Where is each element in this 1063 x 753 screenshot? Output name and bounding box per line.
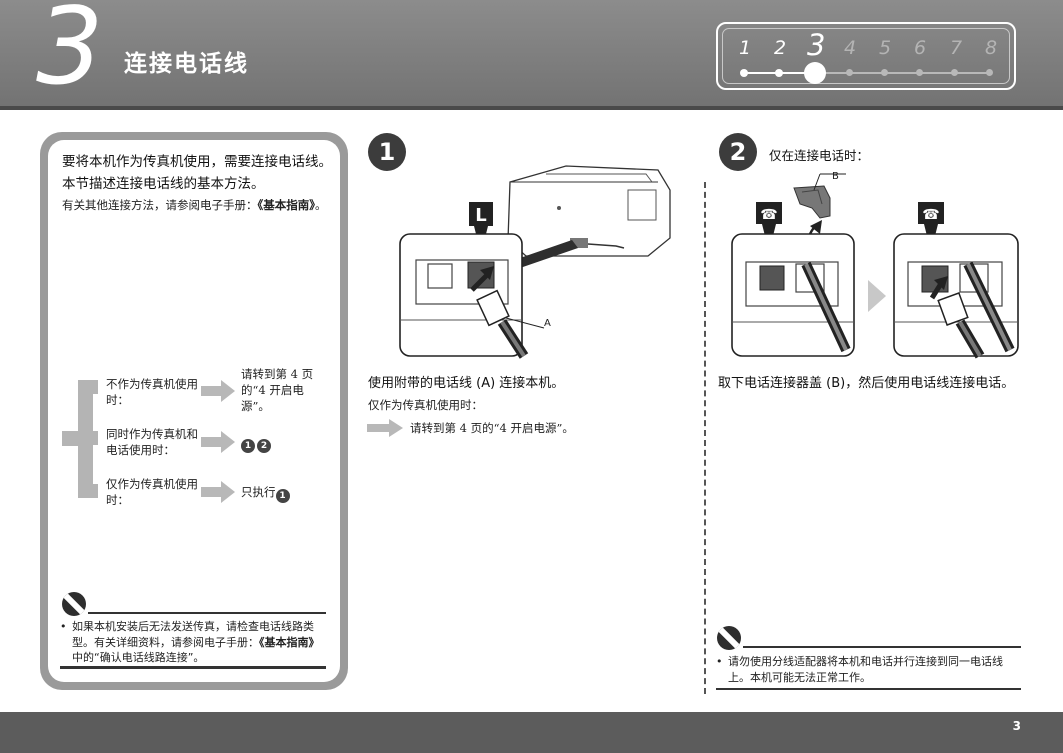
progress-step-6: 6 [914, 37, 927, 59]
step2-heading: 仅在连接电话时： [769, 148, 870, 163]
page-title: 连接电话线 [124, 51, 249, 77]
svg-text:☎: ☎ [760, 207, 777, 223]
intro-reference: 有关其他连接方法，请参阅电子手册：《基本指南》。 [62, 198, 327, 212]
progress-line-remaining [816, 72, 992, 74]
column-divider [704, 182, 706, 694]
progress-step-1: 1 [739, 37, 752, 59]
step-progress-indicator: 1 2 3 4 5 6 7 8 [716, 22, 1016, 90]
case-label-no-fax: 不作为传真机使用时： [106, 377, 198, 407]
progress-step-7: 7 [950, 37, 963, 59]
right-note-text: • 请勿使用分线适配器将本机和电话并行连接到同一电话线上。本机可能无法正常工作。 [716, 655, 1003, 684]
progress-dot-8 [986, 69, 993, 76]
step-1-icon: 1 [275, 489, 290, 503]
step1-caption: 使用附带的电话线 (A) 连接本机。 [368, 376, 565, 391]
caution-icon [717, 626, 741, 650]
intro-text: 要将本机作为传真机使用，需要连接电话线。本节描述连接电话线的基本方法。 [62, 154, 332, 192]
note-rule-bottom [60, 666, 326, 669]
page-header: 3 连接电话线 1 2 3 4 5 6 7 8 [0, 0, 1063, 110]
progress-dot-4 [846, 69, 853, 76]
step2-caption: 取下电话连接器盖 (B)，然后使用电话线连接电话。 [718, 376, 1015, 391]
telephone-icon [918, 202, 944, 224]
step-1-badge: 1 [368, 133, 406, 171]
note-rule-top [88, 612, 326, 614]
svg-text:☎: ☎ [922, 207, 939, 223]
telephone-icon [756, 202, 782, 224]
step1-illustration: L A [399, 165, 671, 359]
case-result-no-fax: 请转到第 4 页的“4 开启电源”。 [241, 367, 314, 413]
callout-b: B [832, 171, 839, 182]
header-divider [0, 106, 1063, 110]
progress-dot-5 [881, 69, 888, 76]
progress-dot-1 [740, 69, 748, 77]
left-note-text: • 如果本机安装后无法发送传真，请检查电话线路类型。有关详细资料，请参阅电子手册… [60, 620, 320, 664]
flow-arrow-icon [201, 380, 235, 402]
step-1-icon: 1 [241, 439, 255, 453]
section-step-number: 3 [36, 0, 104, 108]
step-2-badge: 2 [719, 133, 757, 171]
flow-arrow-icon [201, 431, 235, 453]
progress-step-5: 5 [879, 37, 892, 59]
progress-step-2: 2 [774, 37, 787, 59]
page-footer: 3 [0, 712, 1063, 753]
step2-illustration: ☎ ☎ B [731, 171, 1019, 359]
callout-a: A [544, 318, 551, 329]
progress-dot-2 [775, 69, 783, 77]
caution-icon [62, 592, 86, 616]
progress-step-8: 8 [985, 37, 998, 59]
flow-arrow-icon [201, 481, 235, 503]
step1-sub-heading: 仅作为传真机使用时： [368, 398, 483, 412]
page-number: 3 [1012, 719, 1021, 733]
case-label-fax-and-phone: 同时作为传真机和电话使用时： [106, 427, 198, 457]
case-label-fax-only: 仅作为传真机使用时： [106, 477, 198, 507]
step-2-icon: 2 [257, 439, 271, 453]
progress-dot-7 [951, 69, 958, 76]
overview-panel: 要将本机作为传真机使用，需要连接电话线。本节描述连接电话线的基本方法。 有关其他… [40, 132, 348, 690]
progress-step-3-current: 3 [807, 28, 826, 62]
flow-arrow-icon [367, 419, 403, 437]
note-rule-top [743, 646, 1021, 648]
progress-step-4: 4 [844, 37, 857, 59]
flow-bracket-stem [62, 431, 82, 446]
progress-dot-3-current [804, 62, 826, 84]
port-label-l: L [475, 205, 486, 226]
step1-goto-text: 请转到第 4 页的“4 开启电源”。 [410, 421, 574, 435]
progress-dot-6 [916, 69, 923, 76]
note-rule-bottom [716, 688, 1021, 690]
